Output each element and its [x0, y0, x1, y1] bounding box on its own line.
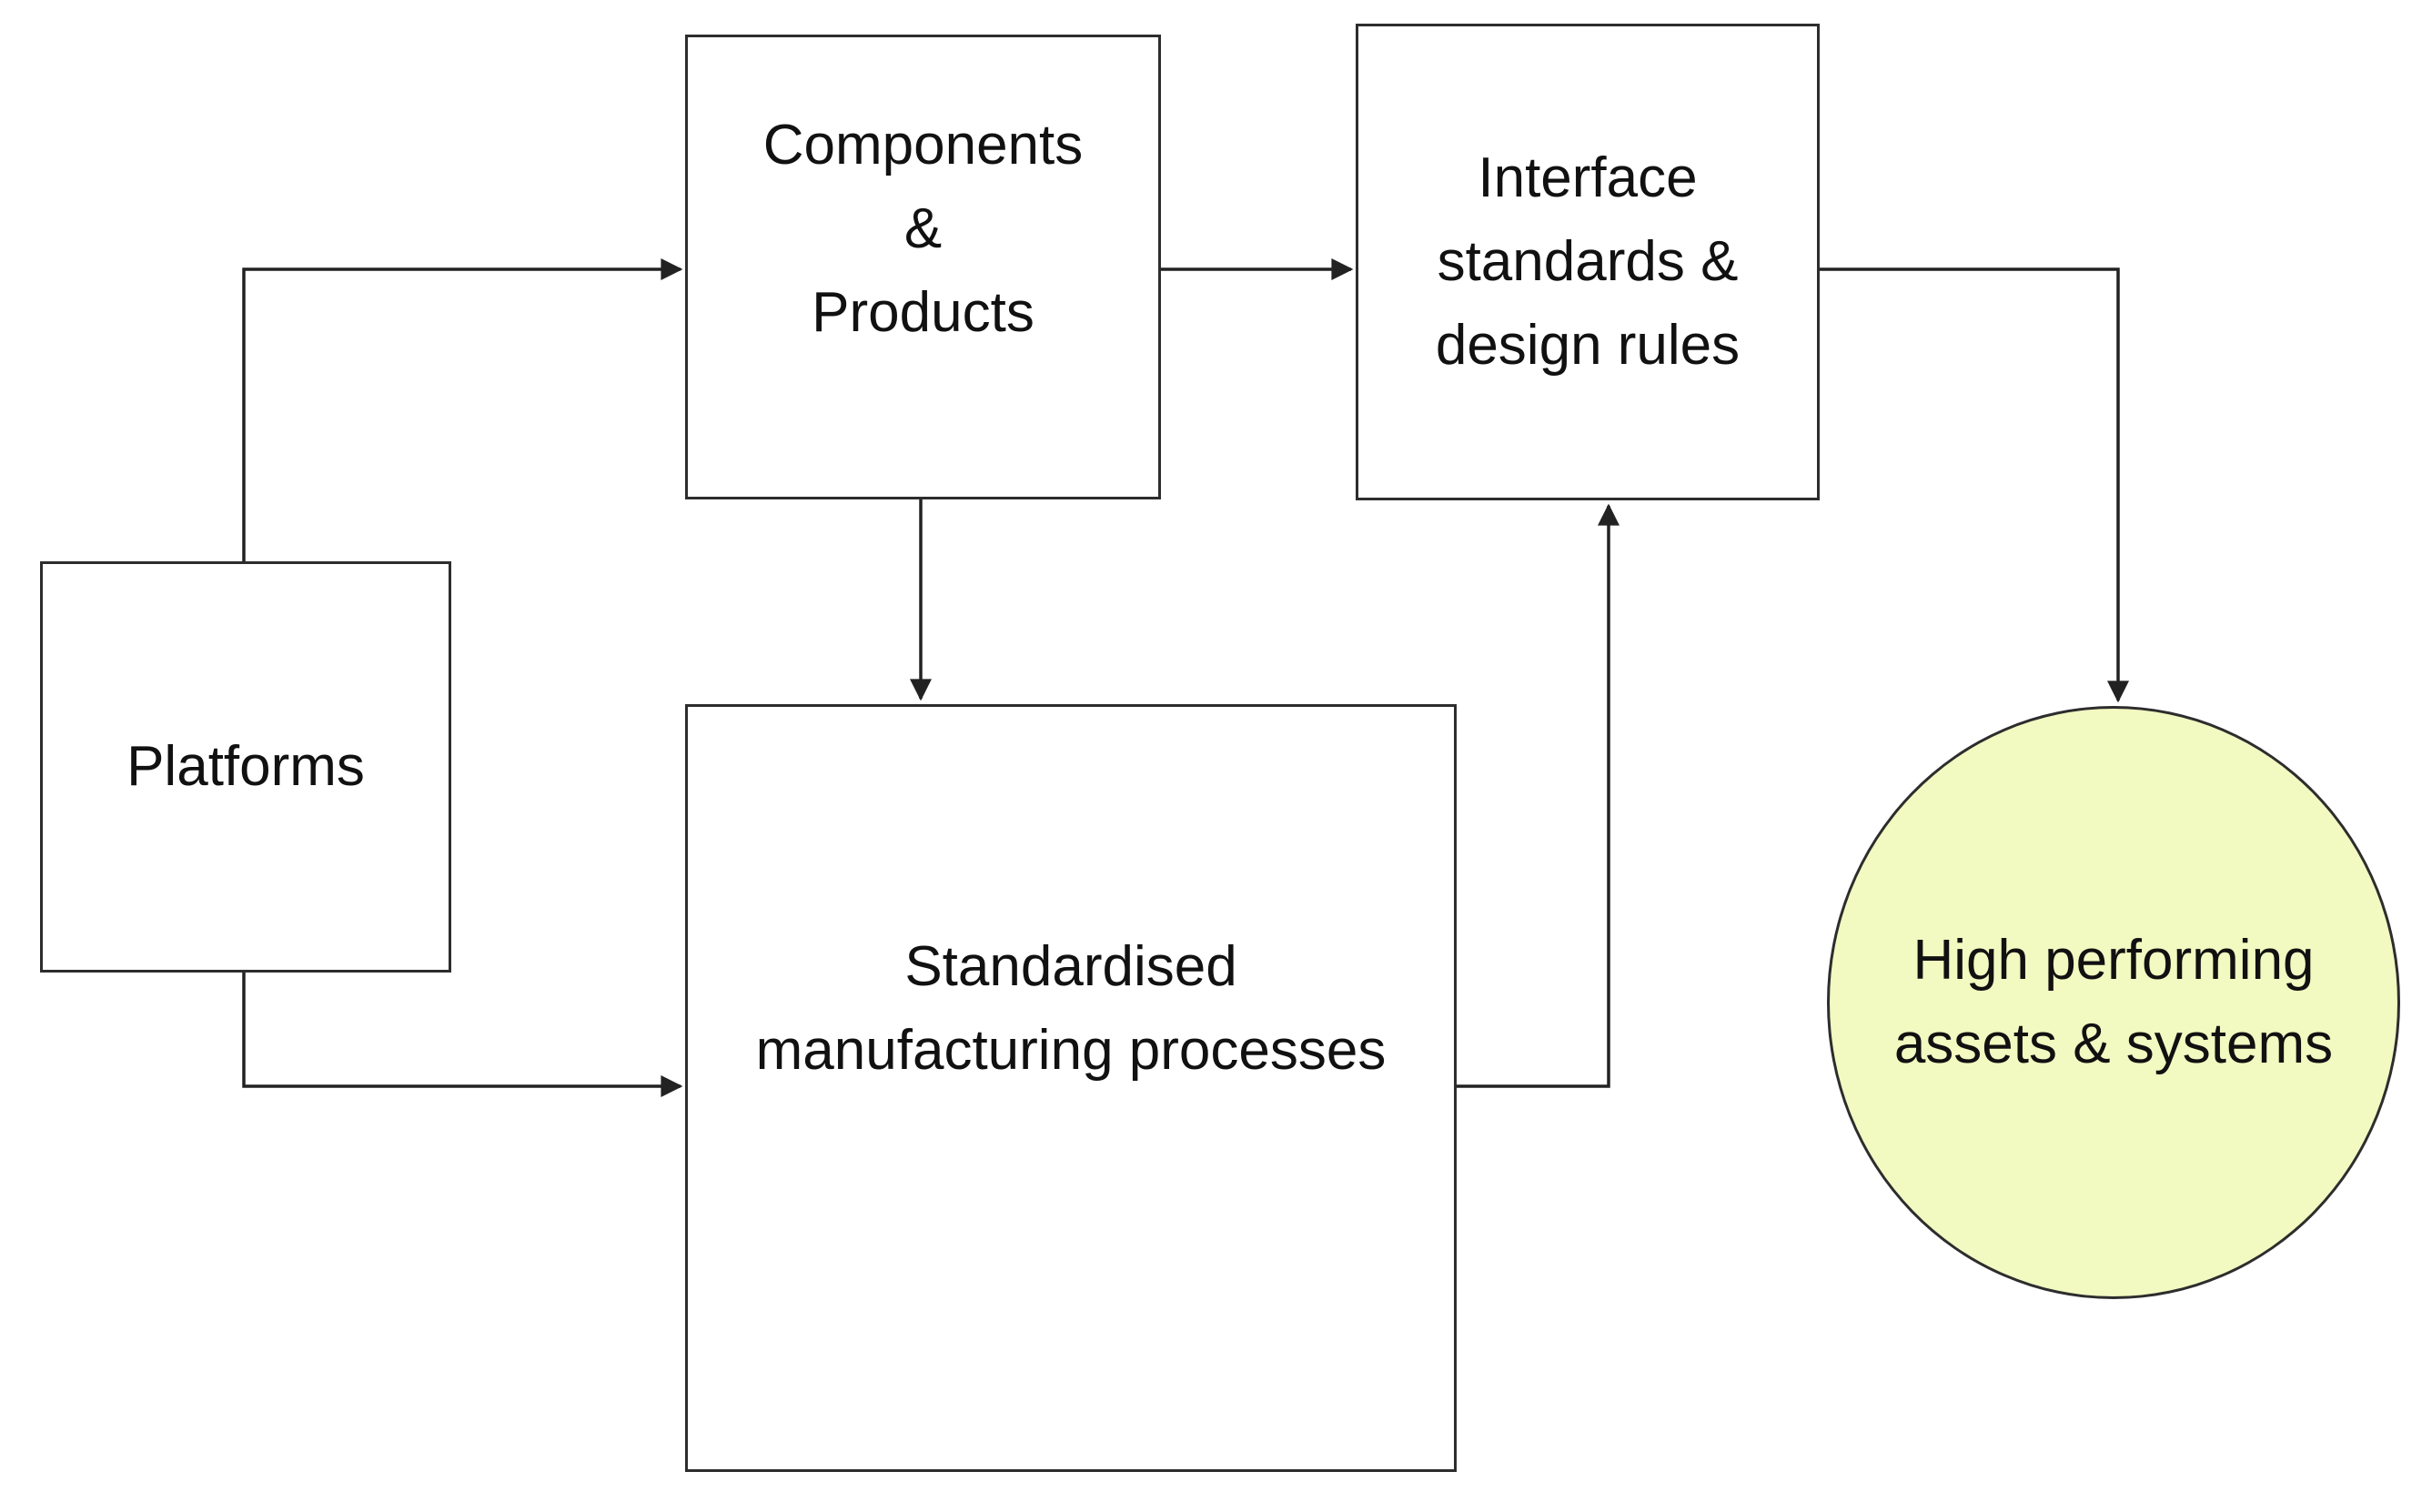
- interface-label-line1: Interface: [1478, 146, 1698, 209]
- interface-label-line2: standards &: [1437, 230, 1739, 293]
- standardised-manufacturing-box: Standardised manufacturing processes: [685, 704, 1457, 1472]
- interface-label-line3: design rules: [1435, 314, 1741, 377]
- manufacturing-label-line1: Standardised: [904, 935, 1237, 998]
- manufacturing-label-line2: manufacturing processes: [755, 1019, 1387, 1082]
- components-products-box: Components & Products: [685, 35, 1161, 499]
- high-performing-assets-circle: High performing assets & systems: [1827, 706, 2400, 1299]
- interface-standards-box: Interface standards & design rules: [1356, 24, 1820, 500]
- platforms-label: Platforms: [126, 735, 365, 798]
- edge-platforms-to-components: [242, 258, 683, 561]
- edge-manufacturing-to-interface: [1454, 503, 1620, 1088]
- edge-interface-to-outcome: [1820, 267, 2129, 703]
- edge-platforms-to-manufacturing: [242, 973, 683, 1097]
- components-label-line3: Products: [812, 281, 1034, 344]
- outcome-label-line1: High performing: [1912, 929, 2315, 992]
- components-label-line2: &: [903, 197, 943, 260]
- outcome-label-line2: assets & systems: [1893, 1013, 2334, 1075]
- platforms-box: Platforms: [40, 561, 451, 973]
- components-label-line1: Components: [762, 114, 1084, 176]
